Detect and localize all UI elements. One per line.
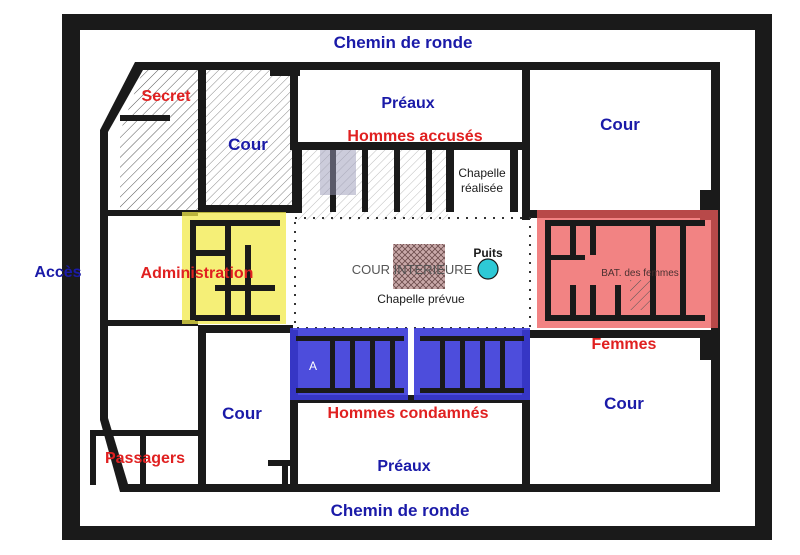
chapelle-prevue-label: Chapelle prévue [377, 292, 465, 306]
wall [198, 205, 293, 213]
wall [522, 330, 712, 338]
wall [522, 70, 530, 220]
wall [290, 142, 530, 150]
secret-hatched-area [120, 70, 198, 210]
cour-interieure-label: COUR INTERIEURE [352, 262, 473, 277]
bat-femmes-label: BAT. des femmes [601, 268, 679, 279]
administration-highlight [182, 212, 286, 324]
chapelle-prevue-pattern [393, 244, 445, 289]
wall [198, 70, 206, 210]
wall [700, 330, 712, 360]
puits-well [477, 258, 499, 280]
cour-interieure-outline [294, 217, 531, 329]
wall [290, 330, 298, 485]
wall [108, 320, 198, 326]
wall [270, 70, 300, 76]
wall [282, 460, 288, 490]
chapelle-realisee-label-1: Chapelle [458, 166, 506, 180]
chapelle-realisee-label-2: réalisée [461, 181, 503, 195]
preaux-top-label: Préaux [381, 95, 434, 112]
femmes-label: Femmes [592, 336, 657, 353]
wall [290, 395, 530, 403]
wall [198, 325, 293, 333]
cour-bottom-left-label: Cour [222, 404, 262, 423]
wall [140, 430, 146, 485]
administration-label: Administration [141, 265, 254, 282]
chemin-bottom-label: Chemin de ronde [331, 501, 470, 520]
preaux-bottom-label: Préaux [377, 458, 430, 475]
hommes-condamnes-walls [296, 336, 524, 393]
wall [522, 330, 530, 485]
puits-label: Puits [473, 246, 503, 260]
wall [198, 325, 206, 485]
administration-walls [190, 220, 280, 321]
wall [120, 115, 170, 121]
wall [108, 210, 198, 216]
femmes-highlight [537, 210, 718, 328]
chemin-top-label: Chemin de ronde [334, 33, 473, 52]
wall [90, 430, 96, 485]
acces-label: Accès [34, 264, 81, 281]
hommes-accuses-block [292, 143, 518, 220]
cour-top-right-label: Cour [600, 115, 640, 134]
cour-bottom-right-label: Cour [604, 394, 644, 413]
cell-a-label: A [309, 359, 317, 373]
cour-top-left-hatched [205, 70, 300, 210]
hommes-accuses-label: Hommes accusés [347, 128, 482, 145]
femmes-walls [545, 220, 705, 321]
secret-label: Secret [142, 88, 192, 105]
cour-top-left-label: Cour [228, 135, 268, 154]
hommes-condamnes-label: Hommes condamnés [328, 405, 489, 422]
wall [290, 70, 298, 150]
passagers-label: Passagers [105, 450, 185, 467]
